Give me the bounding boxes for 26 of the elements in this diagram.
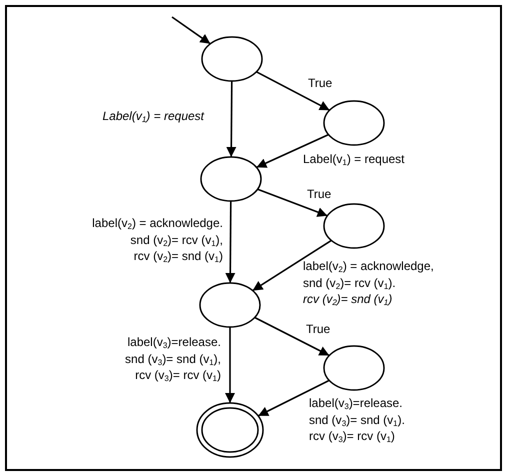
arrow: [254, 316, 330, 356]
edge-label: True: [307, 186, 332, 202]
edge-label: Label(v$_{1}$) = request: [102, 108, 204, 124]
edge-label: label(v$_{2}$) = acknowledge, snd (v$_{2}$)= rcv (v$_{1}$). rcv (v$_{2}$)= snd (v$_{1}$): [303, 258, 434, 308]
arrow: [256, 134, 329, 168]
edge-label: label(v$_{2}$) = acknowledge. snd (v$_{2}$)= rcv (v$_{1}$), rcv (v$_{2}$)= snd (v$_{1}$): [92, 215, 223, 264]
arrow: [225, 327, 235, 403]
final-state-ellipse: [196, 402, 264, 458]
arrow: [225, 201, 236, 283]
arrow: [226, 81, 236, 157]
edge-label: True: [308, 75, 332, 92]
arrow: [257, 188, 328, 217]
edge-label: label(v$_{3}$)=release. snd (v$_{3}$)= snd (v$_{1}$), rcv (v$_{3}$)= rcv (v$_{1}$): [125, 334, 221, 384]
state-ellipse: [323, 203, 385, 249]
arrow: [258, 380, 330, 417]
state-ellipse: [201, 36, 263, 82]
arrow: [256, 71, 330, 111]
state-ellipse: [200, 156, 262, 202]
edge-label: label(v$_{3}$)=release. snd (v$_{3}$)= snd (v$_{1}$). rcv (v$_{3}$)= rcv (v$_{1}$): [309, 395, 405, 444]
state-ellipse: [323, 100, 385, 146]
edge-label: Label(v$_{1}$) = request: [303, 151, 405, 168]
arrow: [172, 16, 211, 44]
state-ellipse: [323, 345, 385, 391]
state-ellipse: [199, 282, 261, 328]
arrow: [252, 240, 332, 292]
edge-label: True: [306, 321, 330, 338]
